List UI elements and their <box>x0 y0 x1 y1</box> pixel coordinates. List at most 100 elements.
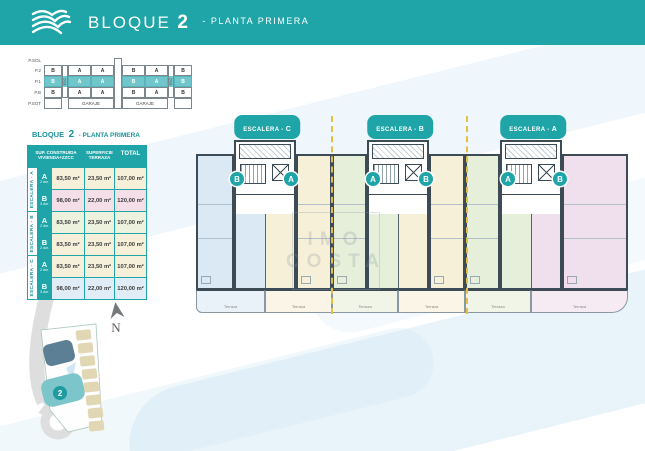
terrace-value: 22,00 m² <box>85 190 114 211</box>
total-value: 107,00 m² <box>115 168 146 189</box>
core-roof-hatch <box>505 144 557 159</box>
svg-text:N: N <box>111 320 121 335</box>
floor-plan: ESCALERA -C ESCALERA -B ESCALERA -A <box>196 112 632 316</box>
plan-body <box>196 140 628 290</box>
table-title: BLOQUE 2 - PLANTA PRIMERA <box>32 129 140 140</box>
section-cell: B <box>174 87 192 98</box>
floor-label: P.SOL <box>28 58 41 63</box>
terrace-value: 23,50 m² <box>85 256 114 277</box>
section-cell: A <box>91 87 114 98</box>
section-cell: A <box>145 76 168 87</box>
elevator-icon <box>538 164 555 181</box>
terrace-value: 23,50 m² <box>85 234 114 255</box>
basement-cell <box>174 98 192 109</box>
section-cell: B <box>44 65 62 76</box>
col-header-total: TOTAL <box>115 146 146 163</box>
unit-badge: B <box>230 172 244 186</box>
section-cell: B <box>44 76 62 87</box>
floor-label: P.SOT <box>28 101 41 106</box>
total-value: 107,00 m² <box>115 212 146 233</box>
section-cell: B <box>44 87 62 98</box>
building-section-diagram: P.SOL P.2 P.1 P.B P.SOT B A A B A B B A … <box>20 57 196 113</box>
surface-table: BLOQUE 2 - PLANTA PRIMERA SUP. CONSTRUID… <box>27 124 147 300</box>
building-block-1 <box>43 339 75 367</box>
built-value: 98,00 m² <box>52 190 84 211</box>
section-cell: A <box>68 65 91 76</box>
unit-a-b <box>562 154 628 290</box>
svg-text:2: 2 <box>58 389 63 398</box>
section-cell: B <box>122 87 145 98</box>
floor-label: P.1 <box>34 79 41 84</box>
section-cell: A <box>145 65 168 76</box>
section-cell: A <box>68 76 91 87</box>
unit-badge: A <box>284 172 298 186</box>
terrace: Terraza <box>465 290 531 313</box>
core-roof-hatch <box>239 144 291 159</box>
core-roof-hatch <box>372 144 424 159</box>
unit-badge: B <box>419 172 433 186</box>
group-label-escalera-a: ESCALERA - A <box>28 168 37 211</box>
built-value: 83,50 m² <box>52 212 84 233</box>
terrace-value: 23,50 m² <box>85 212 114 233</box>
built-value: 83,50 m² <box>52 234 84 255</box>
stair-shaft: ESC. <box>168 65 174 98</box>
group-label-escalera-c: ESCALERA - C <box>28 256 37 299</box>
page-title: BLOQUE 2 - PLANTA PRIMERA <box>88 12 309 34</box>
garage-cell: GARAJE <box>122 98 168 109</box>
escalera-b-label: ESCALERA -B <box>367 115 433 139</box>
section-cell: A <box>91 76 114 87</box>
site-map: 2 <box>29 296 105 440</box>
section-cell: B <box>174 65 192 76</box>
unit-b-a <box>332 154 367 290</box>
unit-c-a <box>296 154 332 290</box>
escalera-c-label: ESCALERA -C <box>234 115 300 139</box>
pool <box>66 362 76 382</box>
escalera-a-label: ESCALERA -A <box>500 115 566 139</box>
total-value: 120,00 m² <box>115 278 146 299</box>
north-arrow-icon: N <box>110 302 125 335</box>
garage-cell: GARAJE <box>68 98 114 109</box>
col-header-built: SUP. CONSTRUIDA VIVIENDA+ZZCC <box>28 146 84 163</box>
stair-shaft: ESC. <box>62 65 68 98</box>
title-block: BLOQUE <box>88 12 171 32</box>
basement-cell <box>44 98 62 109</box>
terrace-value: 23,50 m² <box>85 168 114 189</box>
section-cell: B <box>122 65 145 76</box>
unit-badge: B <box>553 172 567 186</box>
road <box>29 296 55 406</box>
total-value: 120,00 m² <box>115 190 146 211</box>
section-divider-line <box>331 116 333 314</box>
terrace: Terraza <box>398 290 465 313</box>
total-value: 107,00 m² <box>115 256 146 277</box>
section-cell: B <box>174 76 192 87</box>
header-bar: BLOQUE 2 - PLANTA PRIMERA <box>0 0 645 45</box>
floor-label: P.2 <box>34 68 41 73</box>
built-value: 98,00 m² <box>52 278 84 299</box>
unit-a-a <box>465 154 500 290</box>
terrace: Terraza <box>531 290 628 313</box>
stair-core-a <box>500 140 562 290</box>
section-divider-line <box>466 116 468 314</box>
title-floor: - PLANTA PRIMERA <box>202 15 310 26</box>
terrace-value: 22,00 m² <box>85 278 114 299</box>
section-cell: A <box>68 87 91 98</box>
stair-core-c <box>234 140 296 290</box>
central-shaft <box>114 58 122 109</box>
built-value: 83,50 m² <box>52 256 84 277</box>
unit-b-b <box>429 154 465 290</box>
terrace: Terraza <box>196 290 265 313</box>
villas-row <box>75 329 105 432</box>
col-header-terrace: SUPERFICIE TERRAZA <box>85 146 114 163</box>
stairs-icon <box>240 164 266 184</box>
built-value: 83,50 m² <box>52 168 84 189</box>
logo-waves-icon <box>31 9 72 34</box>
group-label-escalera-b: ESCALERA - B <box>28 212 37 255</box>
section-cell: A <box>91 65 114 76</box>
